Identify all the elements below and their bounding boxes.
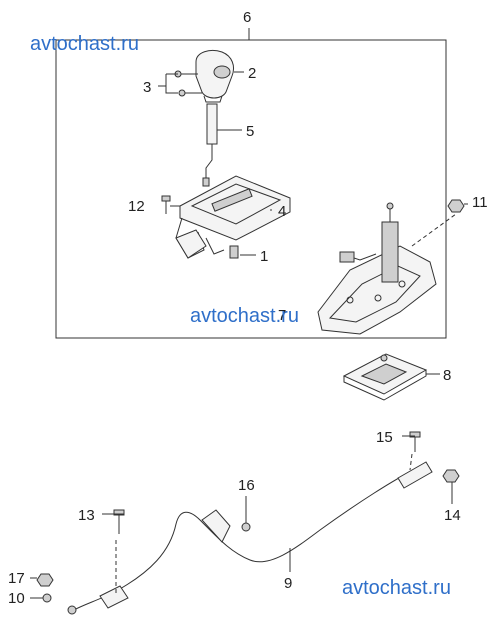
callout-10: 10 <box>8 590 25 607</box>
callout-15: 15 <box>376 429 393 446</box>
callout-5: 5 <box>246 123 254 140</box>
callout-4: 4 <box>278 203 286 220</box>
lever-rod <box>202 103 218 187</box>
console-screw <box>161 195 171 214</box>
shift-cable <box>67 461 433 615</box>
callout-7: 7 <box>278 307 286 324</box>
cable-mount-bolt <box>113 509 125 594</box>
cable-lock-washer <box>42 593 52 603</box>
sensor-plate <box>342 353 428 401</box>
callout-3: 3 <box>143 79 151 96</box>
watermark-bottom: avtochast.ru <box>342 577 451 599</box>
watermark-middle: avtochast.ru <box>190 305 299 327</box>
callout-labels: 6 2 3 5 12 4 1 11 7 8 15 16 14 13 9 17 1… <box>8 9 488 607</box>
callout-2: 2 <box>248 65 256 82</box>
cable-washer <box>241 522 251 532</box>
leader-lines <box>30 28 468 599</box>
watermark-top: avtochast.ru <box>30 33 139 55</box>
cable-bracket-bolt <box>409 431 421 471</box>
callout-12: 12 <box>128 198 145 215</box>
shift-mechanism-base <box>317 202 457 335</box>
callout-13: 13 <box>78 507 95 524</box>
indicator-console <box>175 175 291 259</box>
callout-14: 14 <box>444 507 461 524</box>
callout-11: 11 <box>472 194 488 211</box>
cable-end-nut <box>442 469 460 483</box>
panel-clip <box>229 245 239 259</box>
callout-17: 17 <box>8 570 25 587</box>
assembly-frame <box>55 39 447 339</box>
callout-1: 1 <box>260 248 268 265</box>
cable-nut <box>36 573 54 587</box>
callout-8: 8 <box>443 367 451 384</box>
callout-6: 6 <box>243 9 251 26</box>
callout-16: 16 <box>238 477 255 494</box>
callout-9: 9 <box>284 575 292 592</box>
shift-knob <box>195 49 235 103</box>
mechanism-nut <box>447 199 465 213</box>
